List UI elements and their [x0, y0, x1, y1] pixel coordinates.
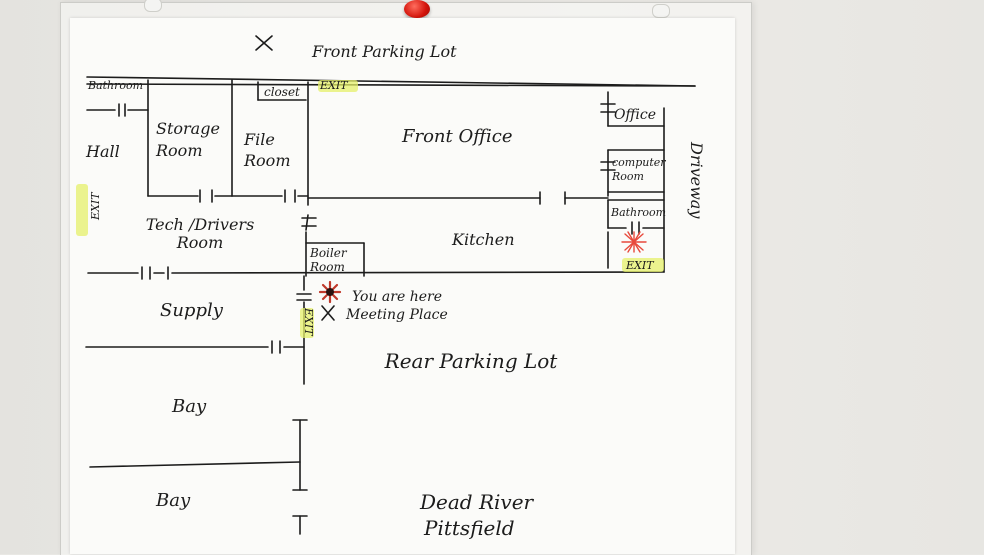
label-kitchen: Kitchen — [452, 230, 515, 249]
label-hall: Hall — [86, 142, 120, 161]
label-computer-room: computer Room — [612, 156, 666, 184]
label-file-room: File Room — [244, 130, 291, 170]
sleeve-hole — [144, 0, 162, 12]
sleeve-hole — [652, 4, 670, 18]
label-bathroom-left: Bathroom — [88, 79, 144, 92]
label-exit-top: EXIT — [320, 79, 348, 92]
exit-highlight — [76, 184, 88, 236]
wall-top-inner — [86, 83, 696, 87]
label-tech-drivers-room: Tech /Drivers Room — [145, 215, 255, 253]
label-office: Office — [614, 107, 656, 123]
label-bay-1: Bay — [172, 396, 207, 417]
wall-kitchen-bottom — [171, 271, 665, 274]
label-you-are-here: You are here — [352, 289, 442, 305]
label-storage-room: Storage Room — [156, 119, 220, 161]
label-supply: Supply — [160, 300, 223, 321]
starburst-icon — [621, 231, 647, 253]
label-driveway: Driveway — [687, 142, 706, 219]
label-exit-mid: EXIT — [302, 308, 315, 336]
label-rear-parking-lot: Rear Parking Lot — [384, 349, 558, 373]
exit-highlight — [622, 258, 664, 272]
label-front-parking-lot: Front Parking Lot — [312, 42, 457, 61]
wall-top — [86, 76, 696, 87]
x-mark — [255, 35, 273, 51]
wall-bay-divider — [89, 461, 301, 468]
label-front-office: Front Office — [402, 126, 513, 147]
label-dead-river: Dead River — [420, 490, 534, 514]
label-exit-right: EXIT — [626, 259, 654, 272]
you-are-here-dot — [326, 288, 334, 296]
label-boiler-room: Boiler Room — [310, 246, 347, 275]
label-exit-left: EXIT — [89, 192, 102, 220]
exit-highlight — [318, 80, 358, 92]
meeting-place-x — [321, 305, 335, 321]
exit-highlight — [300, 308, 314, 338]
label-bathroom-right: Bathroom — [611, 206, 667, 219]
pushpin — [404, 0, 430, 18]
label-closet: closet — [264, 85, 300, 99]
label-meeting-place: Meeting Place — [346, 307, 448, 323]
label-pittsfield: Pittsfield — [424, 516, 515, 540]
label-bay-2: Bay — [156, 490, 191, 511]
